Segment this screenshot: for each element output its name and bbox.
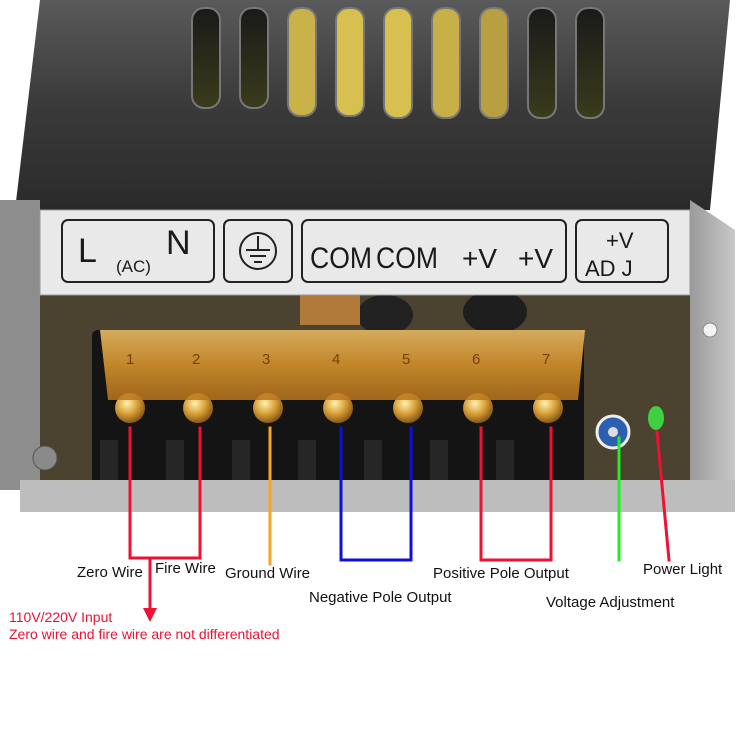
- terminal-number-2: 2: [192, 351, 200, 368]
- terminal-number-4: 4: [332, 351, 340, 368]
- arrow-down-icon: [143, 608, 157, 622]
- label-fire-wire: Fire Wire: [155, 560, 216, 577]
- label-power-light: Power Light: [643, 561, 723, 578]
- plate-n: N: [166, 224, 191, 262]
- case-bottom: [20, 480, 735, 512]
- zero-fire-wire: [128, 426, 202, 560]
- plate-adj-top: +V: [606, 228, 634, 253]
- vent-slots: [191, 7, 605, 119]
- label-plate: [39, 209, 691, 296]
- terminal-number-7: 7: [542, 351, 550, 368]
- terminal-number-5: 5: [402, 351, 410, 368]
- terminal-number-1: 1: [126, 351, 134, 368]
- label-positive-output: Positive Pole Output: [433, 565, 569, 582]
- terminal-cover: [100, 330, 585, 400]
- input-note-line-2: Zero wire and fire wire are not differen…: [9, 626, 280, 642]
- terminal-number-3: 3: [262, 351, 270, 368]
- label-voltage-adjustment: Voltage Adjustment: [546, 594, 675, 611]
- plate-adj-bottom: AD J: [585, 256, 633, 281]
- plate-com-2: COM: [376, 242, 438, 275]
- input-note-line-1: 110V/220V Input: [9, 609, 113, 625]
- light-wire-line: [655, 430, 671, 562]
- label-negative-output: Negative Pole Output: [309, 589, 452, 606]
- case-side: [690, 200, 735, 500]
- plate-ac: (AC): [116, 257, 151, 276]
- power-led: [648, 406, 664, 430]
- label-zero-wire: Zero Wire: [77, 564, 143, 581]
- plate-com-1: COM: [310, 242, 372, 275]
- plate-l: L: [78, 232, 97, 270]
- plate-v-2: +V: [518, 243, 553, 274]
- terminal-screws: [115, 393, 563, 423]
- terminal-ridges: [100, 440, 514, 485]
- label-ground-wire: Ground Wire: [225, 565, 311, 582]
- terminal-number-6: 6: [472, 351, 480, 368]
- wire-lines: [128, 426, 671, 614]
- case-top: [15, 0, 730, 210]
- plate-v-1: +V: [462, 243, 497, 274]
- negative-wire-line: [339, 426, 413, 562]
- ground-symbol-icon: [239, 232, 277, 270]
- terminal-numbers: 1 2 3 4 5 6 7: [126, 351, 550, 368]
- positive-wire-line: [479, 426, 553, 562]
